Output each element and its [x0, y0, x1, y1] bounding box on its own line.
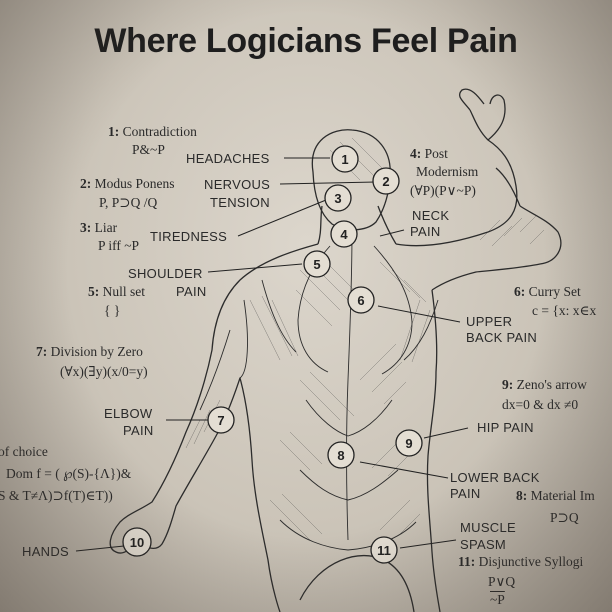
- logic-11-formula2: ~P: [490, 592, 505, 607]
- logic-6: 6: Curry Set: [514, 284, 581, 299]
- marker-4: [330, 220, 358, 248]
- marker-11: [370, 536, 398, 564]
- logic-9-formula: dx=0 & dx ≠0: [502, 397, 579, 412]
- marker-5-label: 5: [313, 257, 320, 272]
- label-neck-pain: PAIN: [410, 224, 441, 239]
- label-upper-back-pain: BACK PAIN: [466, 330, 538, 345]
- choice-line-1: of choice: [0, 444, 48, 459]
- choice-line-2: Dom f = ( ℘(S)-{Λ})&: [6, 466, 132, 481]
- marker-8-label: 8: [337, 448, 344, 463]
- marker-2-label: 2: [382, 174, 389, 189]
- marker-1: [331, 145, 359, 173]
- logic-4-formula: (∀P)(P∨~P): [410, 183, 476, 198]
- marker-10: [122, 527, 152, 557]
- logic-9: 9: Zeno's arrow: [502, 377, 587, 392]
- marker-10-label: 10: [130, 535, 144, 550]
- marker-7-label: 7: [217, 413, 224, 428]
- logic-2: 2: Modus Ponens: [80, 176, 175, 191]
- marker-9: [395, 429, 423, 457]
- label-elbow: ELBOW: [104, 406, 153, 421]
- marker-9-label: 9: [405, 436, 412, 451]
- logic-8-formula: P⊃Q: [550, 510, 579, 525]
- marker-1-label: 1: [341, 152, 348, 167]
- marker-5: [303, 250, 331, 278]
- marker-11-label: 11: [377, 543, 391, 558]
- label-lower-back-pain: PAIN: [450, 486, 481, 501]
- raised-arm-outline: [395, 94, 562, 291]
- choice-line-3: S & T≠Λ)⊃f(T)∈T)): [0, 488, 113, 503]
- label-elbow-pain: PAIN: [123, 423, 154, 438]
- label-shoulder: SHOULDER: [128, 266, 203, 281]
- marker-6-label: 6: [357, 293, 364, 308]
- marker-3-label: 3: [334, 191, 341, 206]
- label-shoulder-pain: PAIN: [176, 284, 207, 299]
- label-neck: NECK: [412, 208, 450, 223]
- logic-1: 1: Contradiction: [108, 124, 197, 139]
- marker-8: [327, 441, 355, 469]
- label-headaches: HEADACHES: [186, 151, 270, 166]
- logic-5: 5: Null set: [88, 284, 145, 299]
- label-spasm: SPASM: [460, 537, 507, 552]
- label-lower-back: LOWER BACK: [450, 470, 540, 485]
- label-tiredness: TIREDNESS: [150, 229, 228, 244]
- logic-3-formula: P iff ~P: [98, 238, 140, 253]
- logic-4: 4: Post: [410, 146, 448, 161]
- logic-7-formula: (∀x)(∃y)(x/0=y): [60, 364, 148, 379]
- logic-11: 11: Disjunctive Syllogi: [458, 554, 584, 569]
- logic-3: 3: Liar: [80, 220, 118, 235]
- label-nervous: NERVOUS: [204, 177, 271, 192]
- logic-1-formula: P&~P: [132, 142, 165, 157]
- logic-7: 7: Division by Zero: [36, 344, 143, 359]
- logic-6-formula: c = {x: x∈x: [532, 303, 597, 318]
- marker-3: [324, 184, 352, 212]
- label-muscle: MUSCLE: [460, 520, 516, 535]
- label-hands: HANDS: [22, 544, 70, 559]
- label-hip-pain: HIP PAIN: [477, 420, 534, 435]
- page-title: Where Logicians Feel Pain: [94, 22, 518, 60]
- logic-8: 8: Material Im: [516, 488, 595, 503]
- logic-5-formula: { }: [104, 303, 121, 318]
- logic-11-formula: P∨Q: [488, 574, 516, 589]
- logic-4-name2: Modernism: [416, 164, 479, 179]
- label-tension: TENSION: [210, 195, 270, 210]
- marker-4-label: 4: [340, 227, 348, 242]
- marker-2: [372, 167, 400, 195]
- marker-6: [347, 286, 375, 314]
- logic-2-formula: P, P⊃Q /Q: [99, 195, 158, 210]
- marker-7: [207, 406, 235, 434]
- head-outline: [311, 129, 391, 231]
- label-upper-back: UPPER: [466, 314, 513, 329]
